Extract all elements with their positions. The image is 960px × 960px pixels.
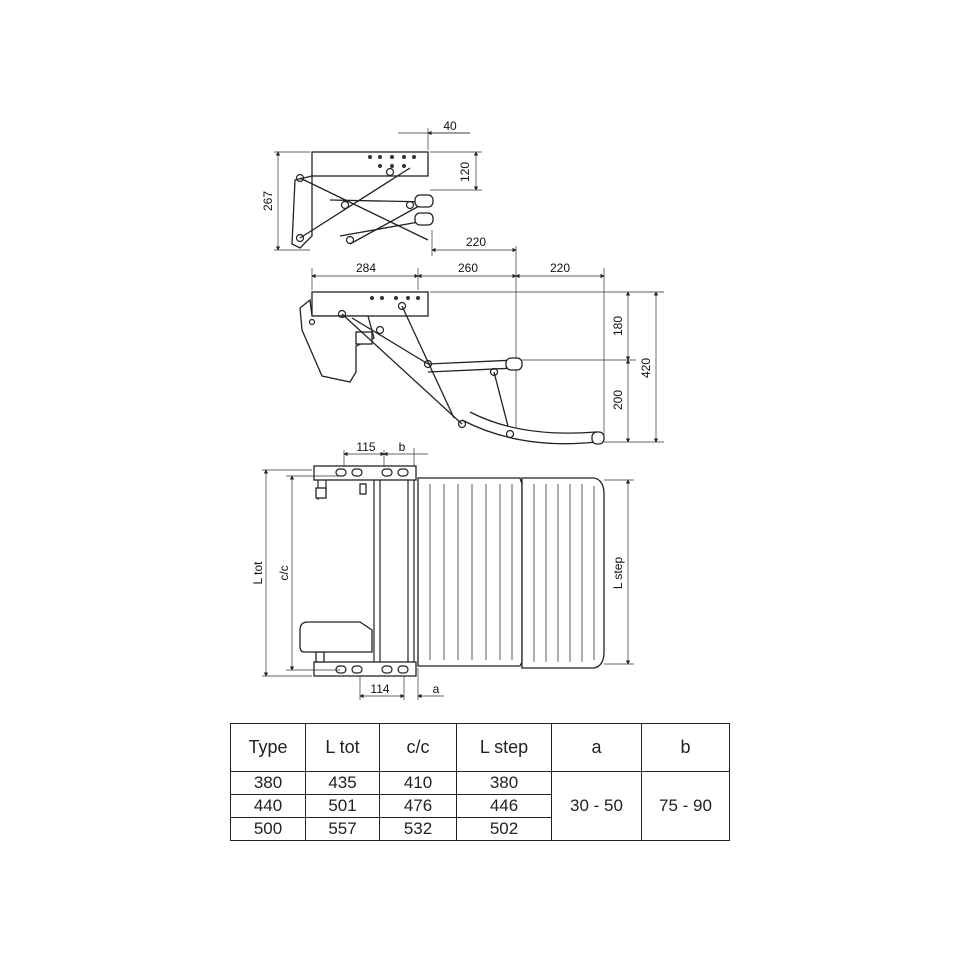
header-b: b: [641, 723, 730, 772]
table-row: 380 435 410 380 30 - 50 75 - 90: [230, 771, 730, 841]
dim-l-step: L step: [611, 557, 625, 590]
dim-200: 200: [611, 390, 625, 410]
dim-120: 120: [458, 162, 472, 182]
cell-l-tot: 501: [305, 794, 380, 818]
unfolded-step-view: 284 260 220 180 200 420: [299, 261, 664, 445]
cell-l-tot: 435: [305, 771, 380, 795]
cell-type: 380: [230, 771, 306, 795]
table-row: 500 557 532 502: [230, 817, 730, 841]
dim-40: 40: [443, 119, 457, 133]
cell-l-step: 380: [456, 771, 552, 795]
dim-a: a: [433, 682, 440, 696]
technical-drawing: 40 120 267 220 284 260 220: [251, 119, 664, 700]
header-cc: c/c: [379, 723, 457, 772]
dim-cc: c/c: [277, 565, 291, 580]
cell-l-tot: 557: [305, 817, 380, 841]
dim-284: 284: [356, 261, 376, 275]
header-a: a: [551, 723, 642, 772]
dim-114: 114: [370, 682, 389, 696]
dim-267: 267: [261, 191, 275, 211]
dim-220-top: 220: [466, 235, 486, 249]
header-l-step: L step: [456, 723, 552, 772]
cell-cc: 532: [379, 817, 457, 841]
dim-l-tot: L tot: [251, 561, 265, 585]
dim-420: 420: [639, 358, 653, 378]
cell-b-range: 75 - 90: [641, 771, 730, 841]
cell-cc: 476: [379, 794, 457, 818]
header-type: Type: [230, 723, 306, 772]
cell-a-range: 30 - 50: [551, 771, 642, 841]
dim-180: 180: [611, 316, 625, 336]
cell-type: 440: [230, 794, 306, 818]
top-view: 115 b: [251, 440, 634, 700]
dim-115: 115: [356, 440, 375, 454]
folded-step-view: 40 120 267 220: [261, 119, 517, 440]
cell-type: 500: [230, 817, 306, 841]
table-header-row: Type L tot c/c L step a b: [230, 723, 730, 772]
dim-b: b: [399, 440, 406, 454]
table-row: 440 501 476 446: [230, 794, 730, 818]
dim-260: 260: [458, 261, 478, 275]
spec-table: Type L tot c/c L step a b 380 435 410 38…: [230, 723, 730, 841]
cell-l-step: 502: [456, 817, 552, 841]
cell-l-step: 446: [456, 794, 552, 818]
cell-cc: 410: [379, 771, 457, 795]
header-l-tot: L tot: [305, 723, 380, 772]
dim-220: 220: [550, 261, 570, 275]
